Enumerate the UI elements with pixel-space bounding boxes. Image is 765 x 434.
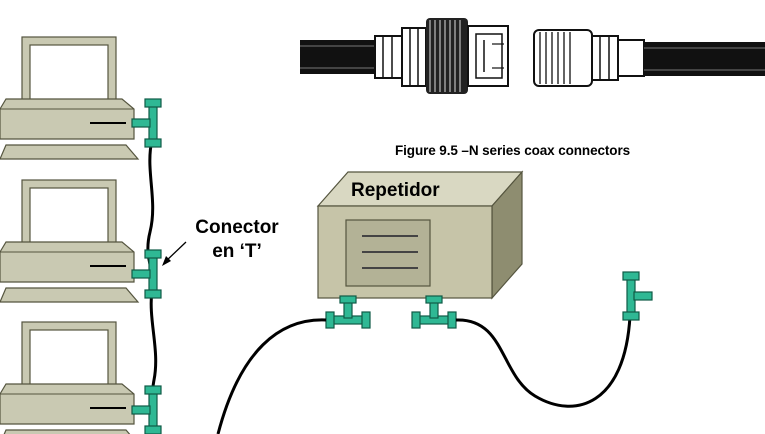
repeater-label: Repetidor: [351, 180, 440, 201]
t-connector-label: Conector en ‘T’: [178, 216, 296, 264]
t-connector-label-line1: Conector: [195, 217, 279, 238]
t-connector-label-line2: en ‘T’: [212, 241, 262, 262]
cable-repeater-left: [216, 318, 327, 434]
computer-icon: [0, 321, 139, 434]
computer-icon: [0, 36, 139, 160]
computer-icon: [0, 179, 139, 303]
t-connector-icon: [131, 249, 162, 299]
cable-repeater-right: [455, 315, 632, 408]
t-connector-icon: [131, 98, 162, 148]
t-connector-icon: [325, 295, 371, 329]
t-connector-icon: [411, 295, 457, 329]
t-connector-icon: [622, 271, 653, 321]
t-connector-icon: [131, 385, 162, 434]
repeater-icon: [316, 170, 524, 300]
coax-connector-icon: [300, 18, 765, 94]
figure-caption: Figure 9.5 –N series coax connectors: [395, 143, 631, 158]
